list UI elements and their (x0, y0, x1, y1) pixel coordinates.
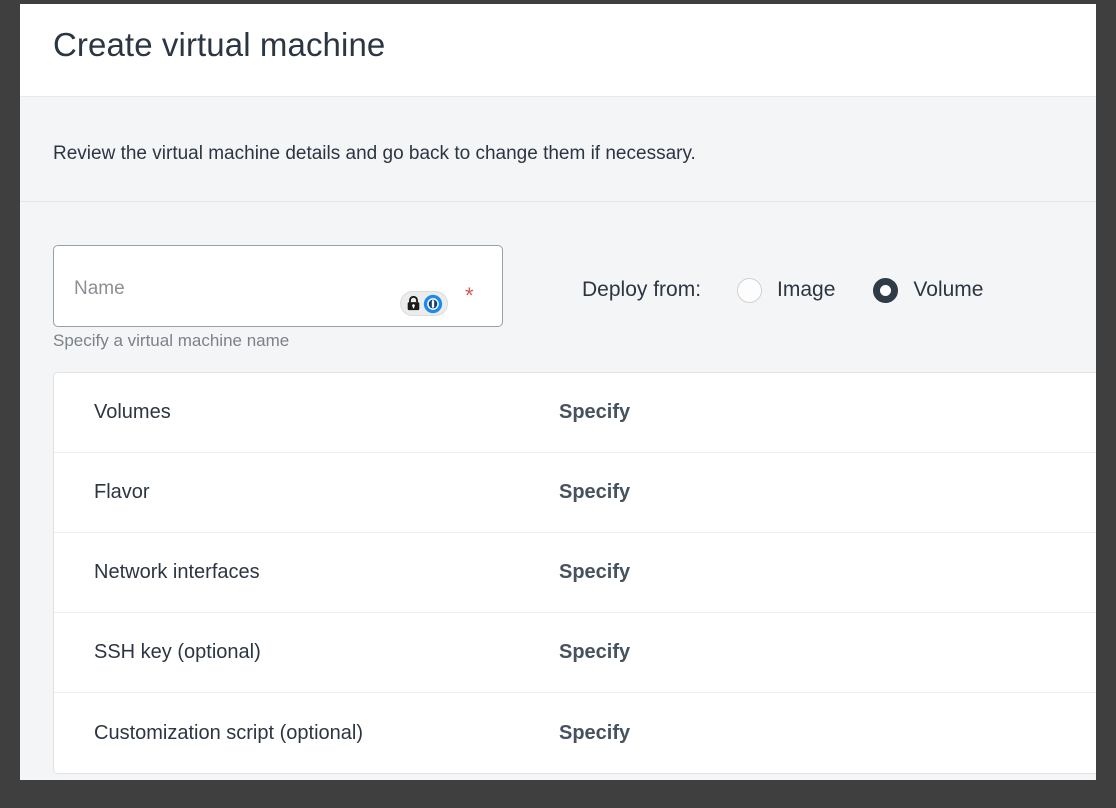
summary-row-action[interactable]: Specify (559, 401, 631, 423)
summary-row-label: Customization script (optional) (94, 721, 363, 744)
radio-label-image: Image (777, 278, 836, 301)
summary-row-label: SSH key (optional) (94, 641, 261, 663)
summary-row-label: Network interfaces (94, 561, 260, 583)
radio-indicator-image[interactable] (737, 277, 763, 303)
deploy-from-label: Deploy from: (582, 278, 702, 301)
vm-name-helper-text: Specify a virtual machine name (53, 331, 290, 350)
radio-indicator-volume[interactable] (873, 277, 899, 303)
vm-name-input[interactable] (53, 245, 503, 327)
lock-icon (405, 295, 422, 312)
create-vm-modal: Create virtual machine Review the virtua… (20, 4, 1096, 780)
deploy-from-group: Deploy from: Image Volume (582, 275, 983, 305)
vm-name-field-group: * Specify a virtual machine name (53, 245, 503, 350)
modal-body: * Specify a virtual machine name Deploy … (20, 203, 1096, 780)
summary-row-action[interactable]: Specify (559, 561, 631, 583)
summary-row-action[interactable]: Specify (559, 721, 631, 744)
radio-label-volume: Volume (913, 278, 984, 301)
table-row[interactable]: Volumes Specify (54, 373, 1096, 453)
summary-row-label: Flavor (94, 481, 150, 503)
page-title: Create virtual machine (53, 26, 386, 63)
modal-description-strip: Review the virtual machine details and g… (20, 98, 1096, 202)
summary-row-action[interactable]: Specify (559, 641, 631, 663)
table-row[interactable]: Customization script (optional) Specify (54, 693, 1096, 773)
modal-header: Create virtual machine (20, 4, 1096, 97)
summary-row-action[interactable]: Specify (559, 481, 631, 503)
table-row[interactable]: SSH key (optional) Specify (54, 613, 1096, 693)
radio-option-image[interactable]: Image (737, 277, 836, 303)
summary-row-label: Volumes (94, 401, 171, 423)
radio-option-volume[interactable]: Volume (873, 277, 984, 303)
table-row[interactable]: Flavor Specify (54, 453, 1096, 533)
password-manager-icon (423, 294, 443, 314)
table-row[interactable]: Network interfaces Specify (54, 533, 1096, 613)
required-asterisk: * (465, 283, 474, 308)
vm-summary-table: Volumes Specify Flavor Specify Network i… (53, 372, 1096, 774)
vm-name-input-wrapper: * (53, 245, 503, 327)
password-manager-badge[interactable] (400, 291, 448, 316)
modal-description-text: Review the virtual machine details and g… (53, 143, 696, 164)
